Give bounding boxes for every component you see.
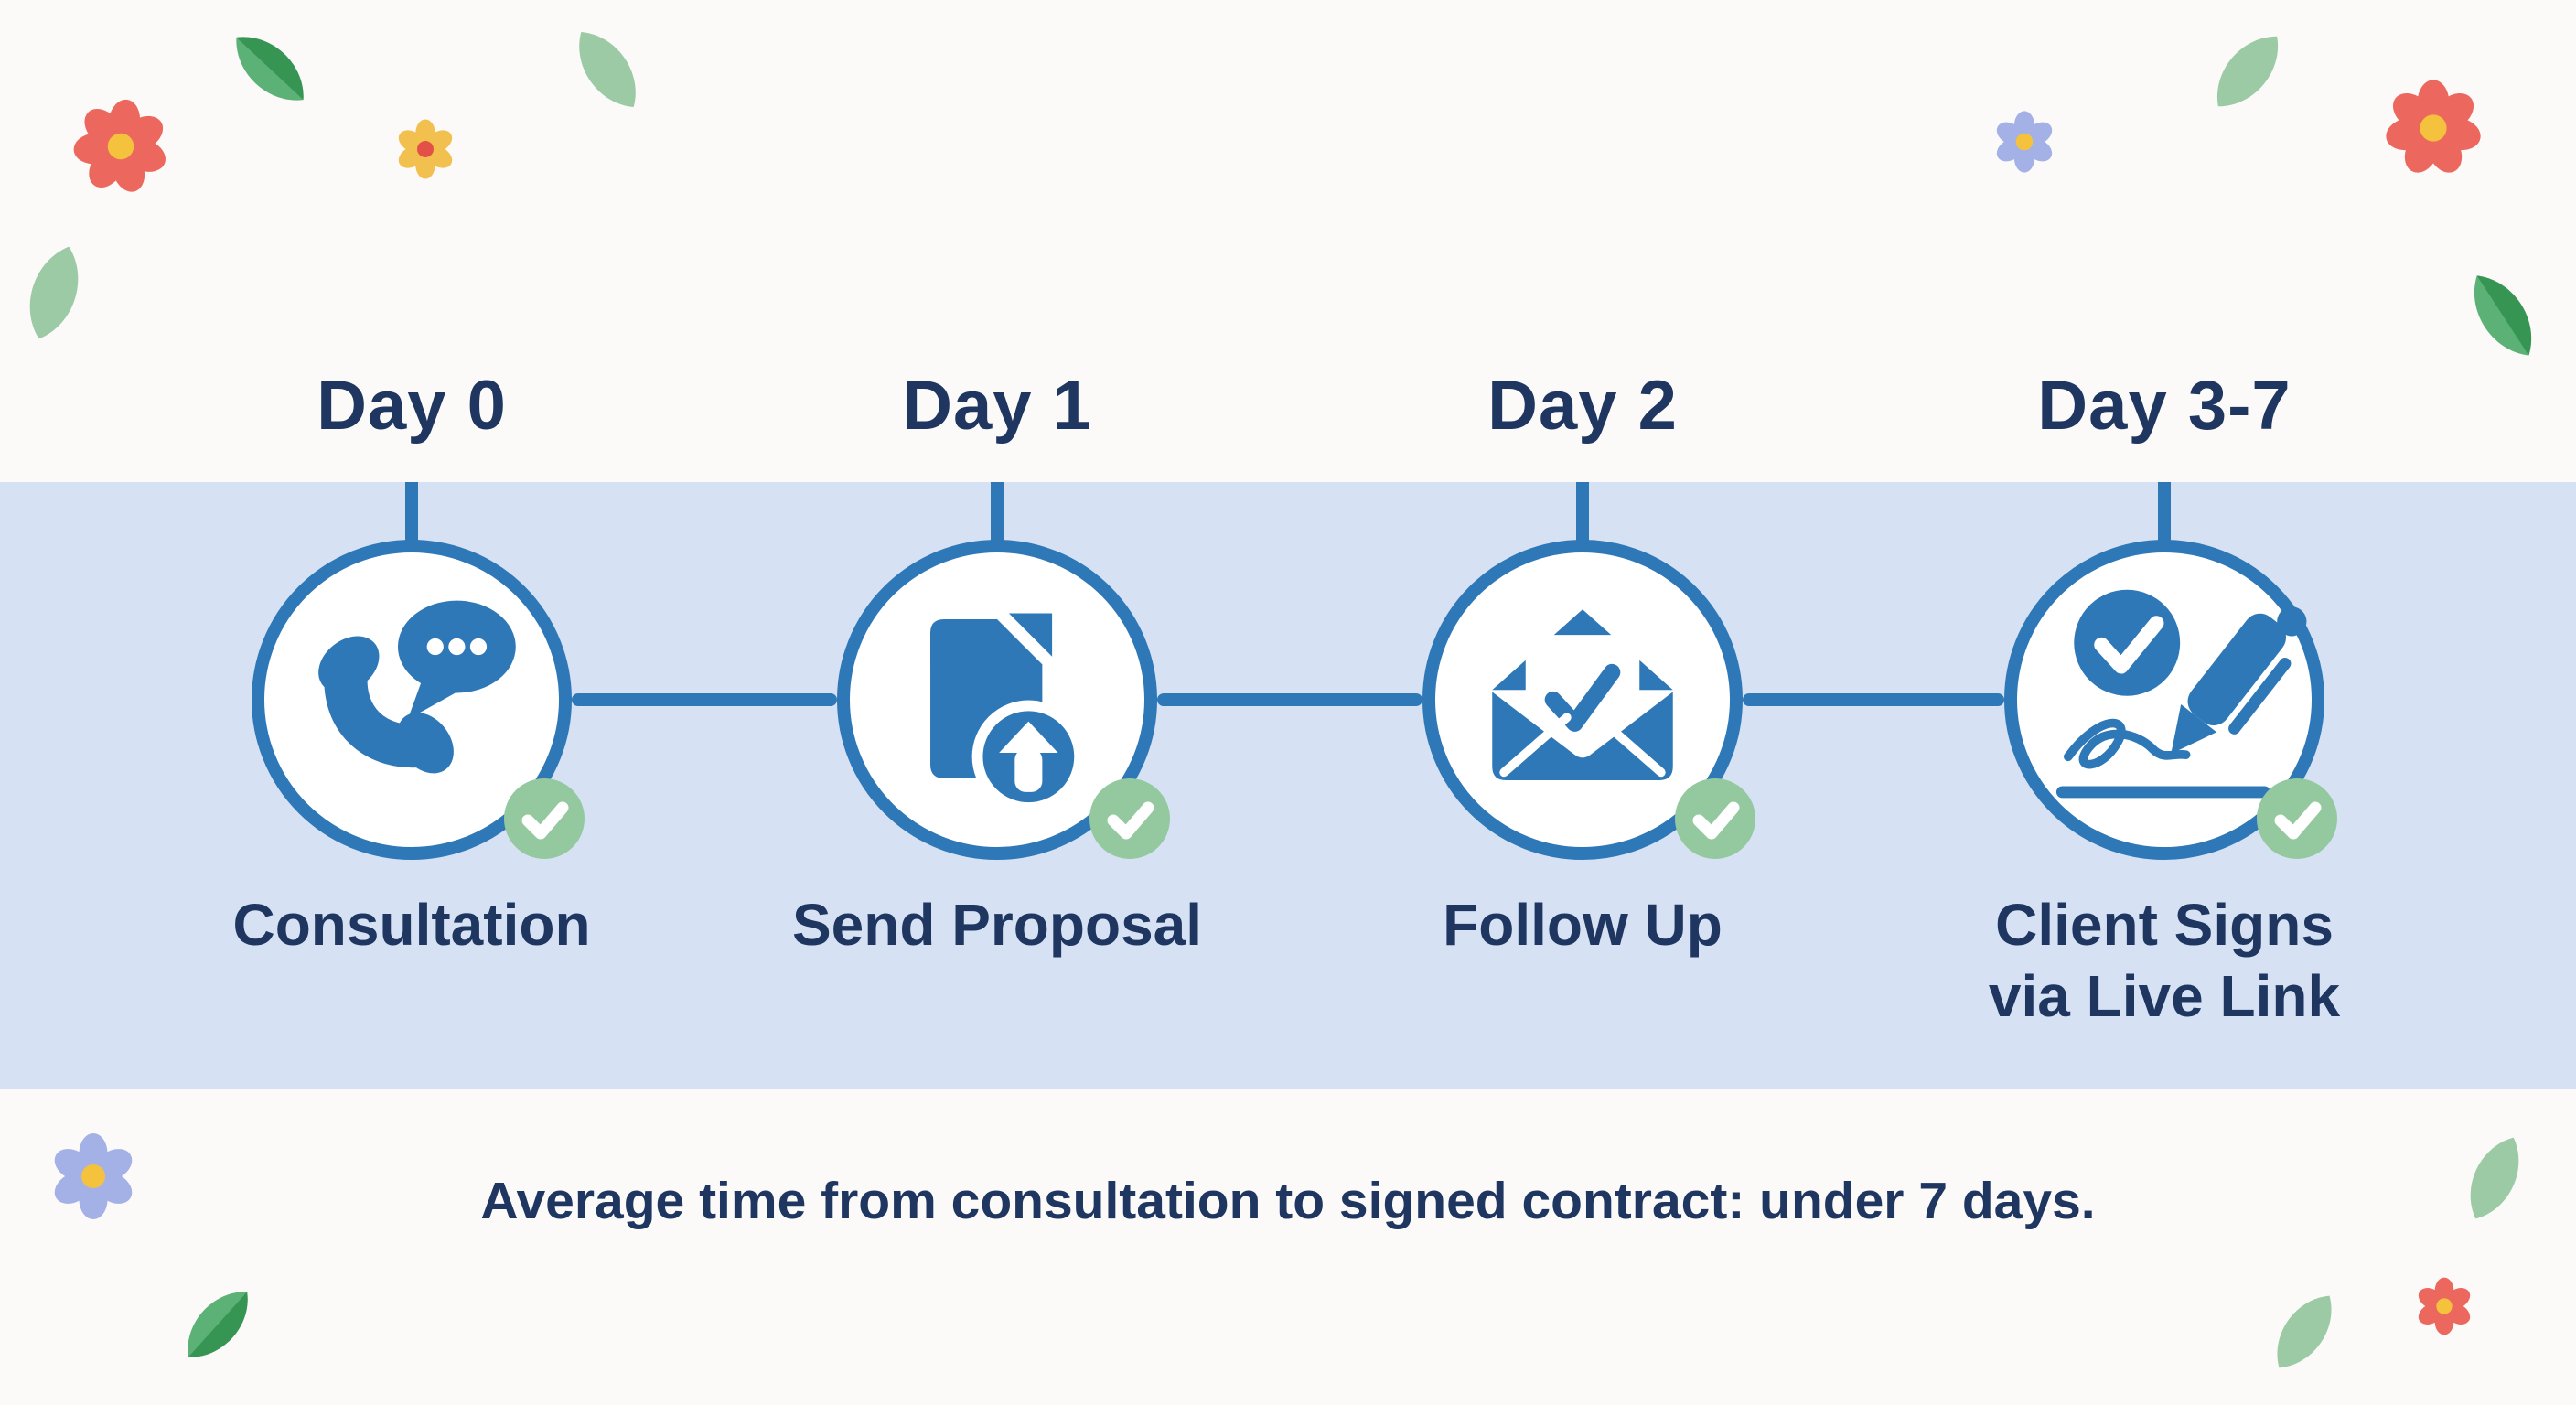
flower-icon xyxy=(54,1132,133,1220)
leaf-icon xyxy=(29,246,79,339)
leaf-icon xyxy=(2474,275,2532,356)
day-label: Day 1 xyxy=(902,367,1092,445)
flower-icon xyxy=(2418,1277,2471,1335)
step-label: Follow Up xyxy=(1443,892,1723,958)
check-badge xyxy=(2257,778,2337,859)
timeline-step-send-proposal: Day 1 Send Proposal xyxy=(741,0,1253,1405)
check-badge xyxy=(1089,778,1170,859)
step-label: Client Signs via Live Link xyxy=(1988,892,2341,1029)
check-icon xyxy=(521,801,569,840)
leaf-icon xyxy=(2277,1295,2332,1368)
timeline-step-client-signs: Day 3-7 Client Signs via Live Link xyxy=(1908,0,2420,1405)
check-badge xyxy=(1675,778,1755,859)
day-label: Day 0 xyxy=(317,367,507,445)
check-icon xyxy=(2274,801,2322,840)
connector-tick xyxy=(1576,482,1589,552)
connector-tick xyxy=(991,482,1004,552)
check-icon xyxy=(1107,801,1154,840)
check-badge xyxy=(504,778,585,859)
leaf-icon xyxy=(188,1292,248,1357)
flower-icon xyxy=(398,119,453,179)
document-upload-icon xyxy=(930,613,1086,813)
timeline-step-consultation: Day 0 Consultation xyxy=(156,0,668,1405)
connector-line xyxy=(1157,693,1422,706)
connector-line xyxy=(1743,693,2004,706)
leaf-icon xyxy=(2216,36,2279,107)
leaf-icon xyxy=(236,37,304,101)
step-label: Send Proposal xyxy=(791,892,1203,958)
timeline-step-follow-up: Day 2 Follow Up xyxy=(1326,0,1839,1405)
connector-tick xyxy=(2158,482,2171,552)
check-icon xyxy=(1692,801,1740,840)
day-label: Day 2 xyxy=(1487,367,1678,445)
envelope-check-icon xyxy=(1492,609,1673,781)
connector-line xyxy=(572,693,837,706)
leaf-icon xyxy=(2470,1137,2519,1219)
signature-pen-icon xyxy=(2055,589,2307,799)
step-label: Consultation xyxy=(232,892,591,958)
flower-icon xyxy=(2386,80,2481,173)
day-label: Day 3-7 xyxy=(2037,367,2292,445)
flower-icon xyxy=(1996,111,2053,173)
phone-chat-icon xyxy=(318,600,516,774)
footer-note: Average time from consultation to signed… xyxy=(480,1172,2096,1230)
leaf-icon xyxy=(579,32,636,107)
connector-tick xyxy=(405,482,418,552)
flower-icon xyxy=(73,99,166,192)
